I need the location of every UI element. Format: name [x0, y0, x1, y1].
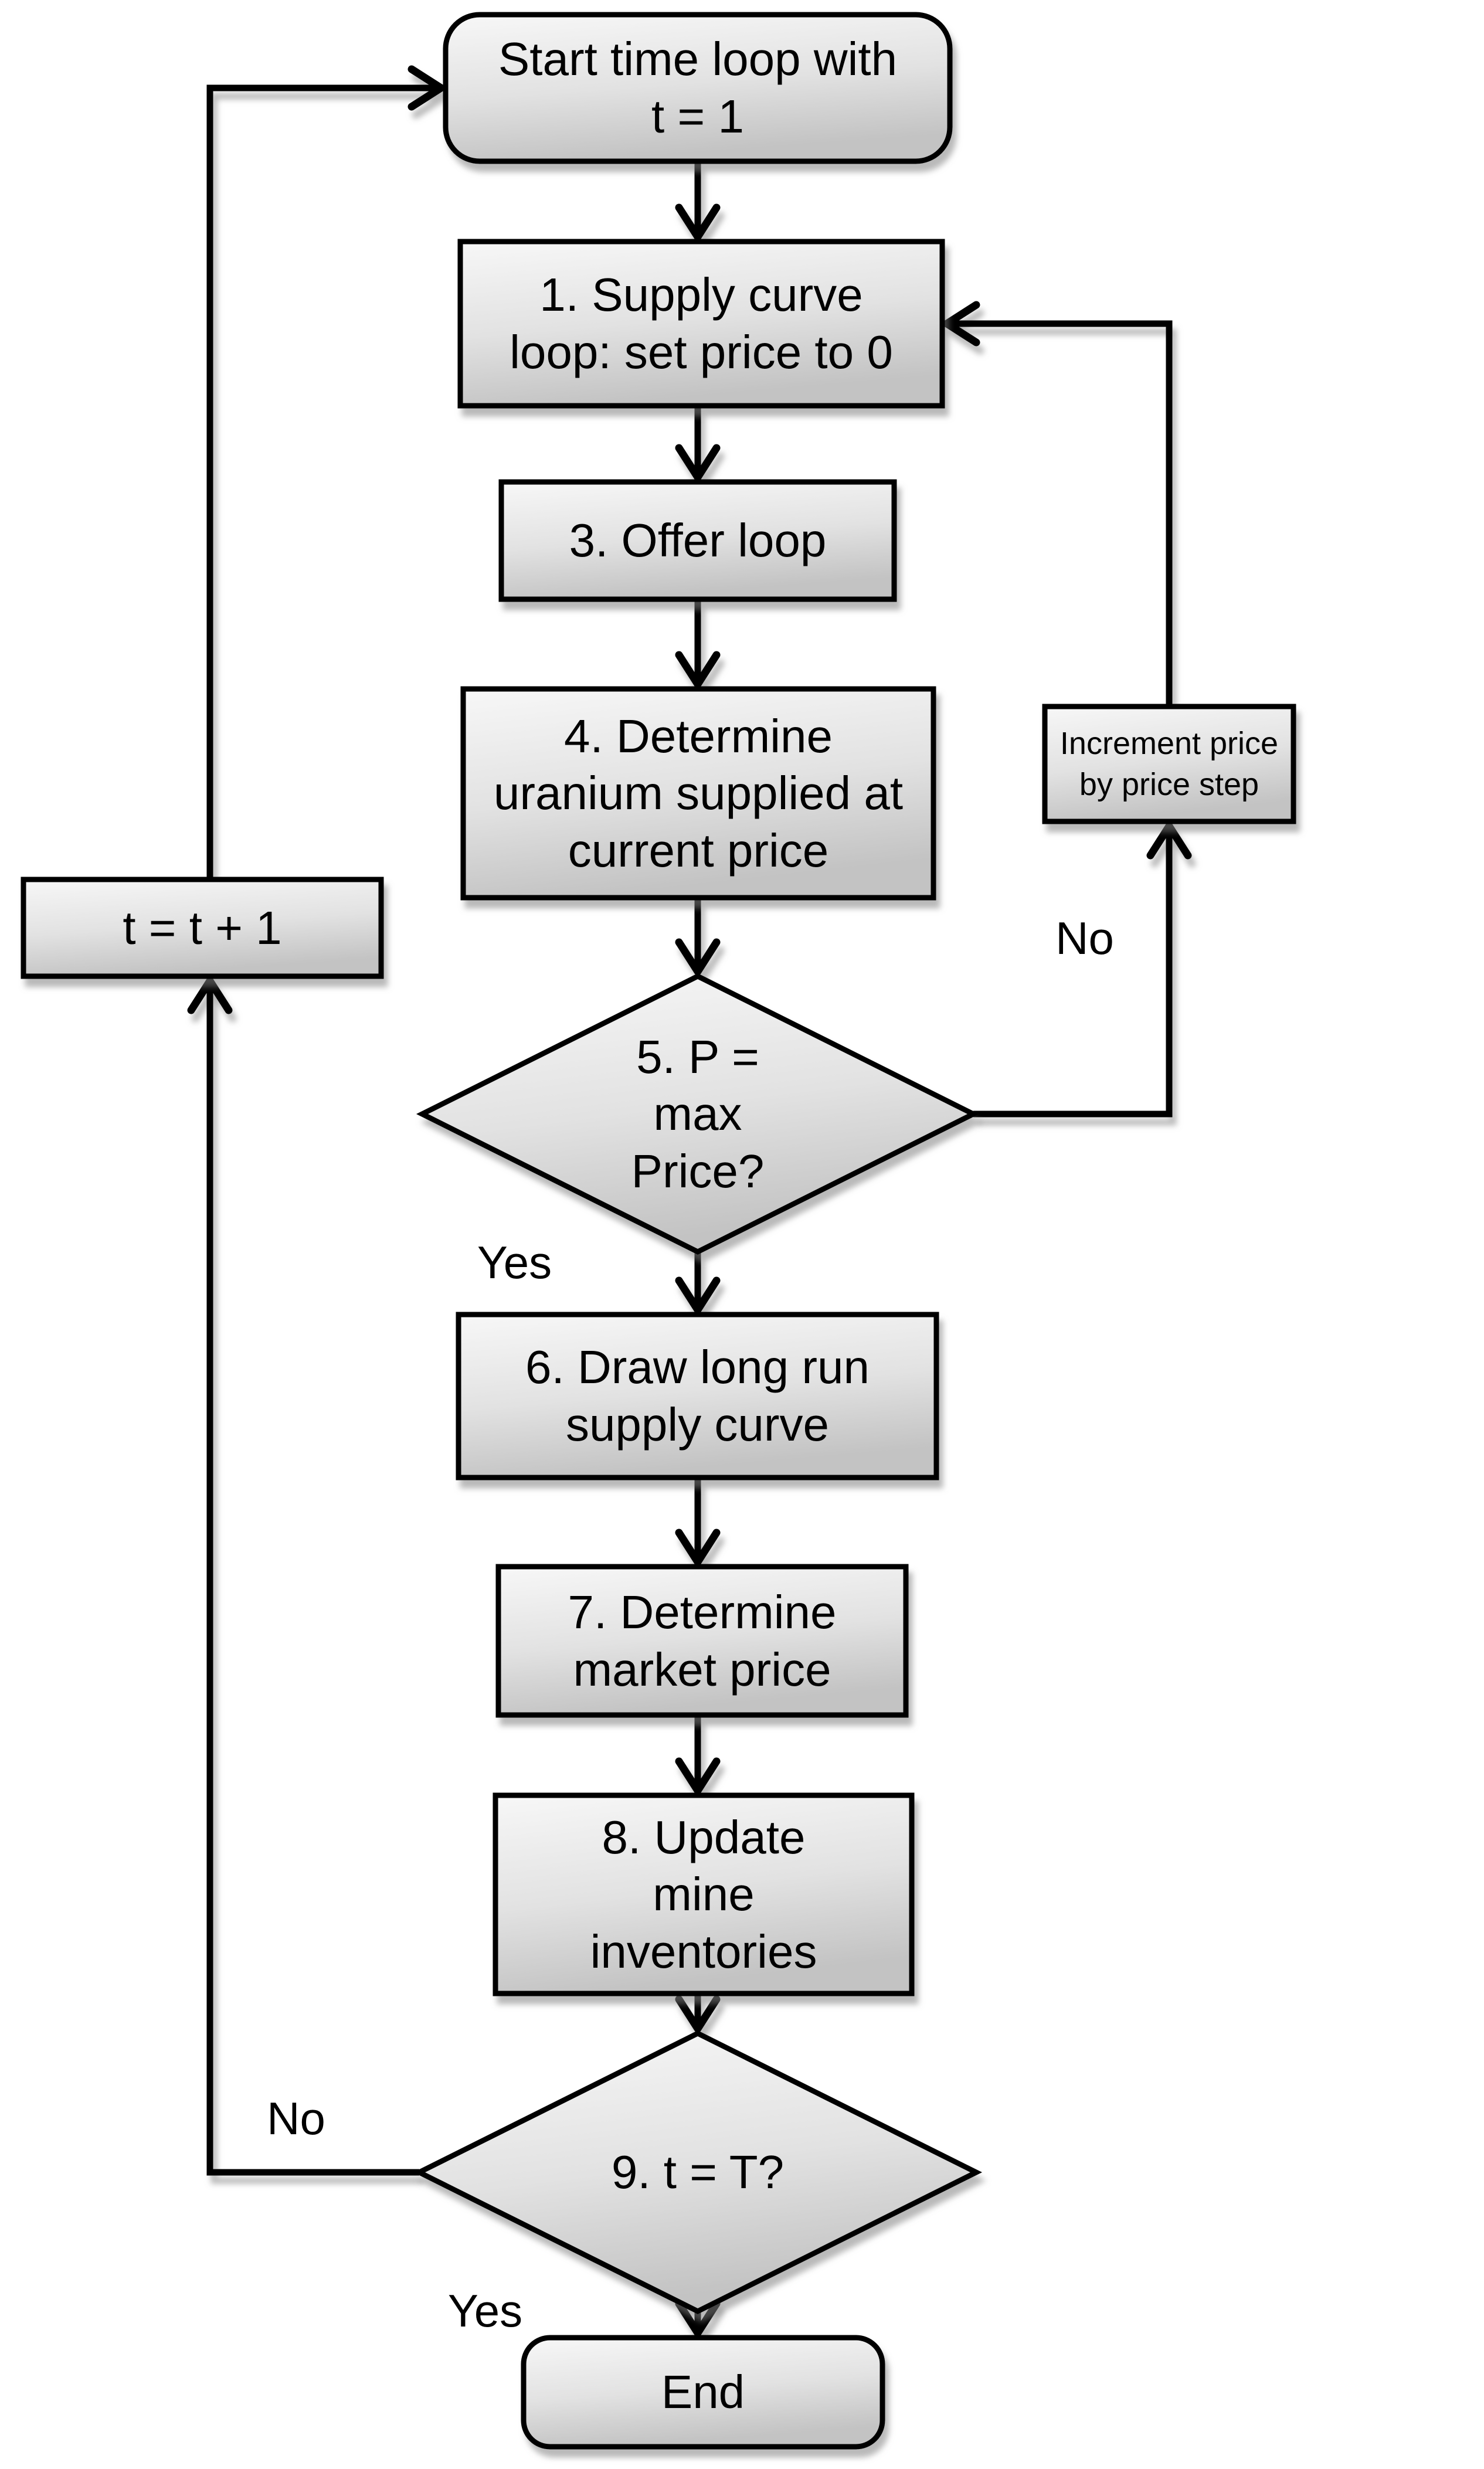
time-decision-shape — [413, 2030, 983, 2315]
end-node-shape — [521, 2335, 885, 2450]
connector-increment-price-to-supply-loop — [943, 301, 1173, 705]
determine-market-price-node-shape — [495, 1564, 909, 1718]
draw-supply-curve-node-shape — [456, 1312, 939, 1480]
increment-price-node-shape — [1042, 704, 1296, 824]
connector-layer — [187, 65, 1192, 2337]
determine-supply-node-shape — [460, 686, 936, 901]
increment-time-node-shape — [21, 877, 384, 979]
update-inventories-node-shape — [493, 1792, 915, 1996]
supply-curve-loop-node-shape — [457, 239, 945, 409]
connector-increment-time-to-start — [206, 65, 445, 878]
node-layer — [21, 12, 1296, 2450]
max-price-decision-shape — [416, 973, 980, 1255]
connector-max-price-no-to-increment-price — [973, 822, 1192, 1118]
connector-time-no-to-increment-time — [187, 977, 419, 2176]
start-node-shape — [443, 12, 953, 164]
offer-loop-node-shape — [498, 479, 897, 602]
